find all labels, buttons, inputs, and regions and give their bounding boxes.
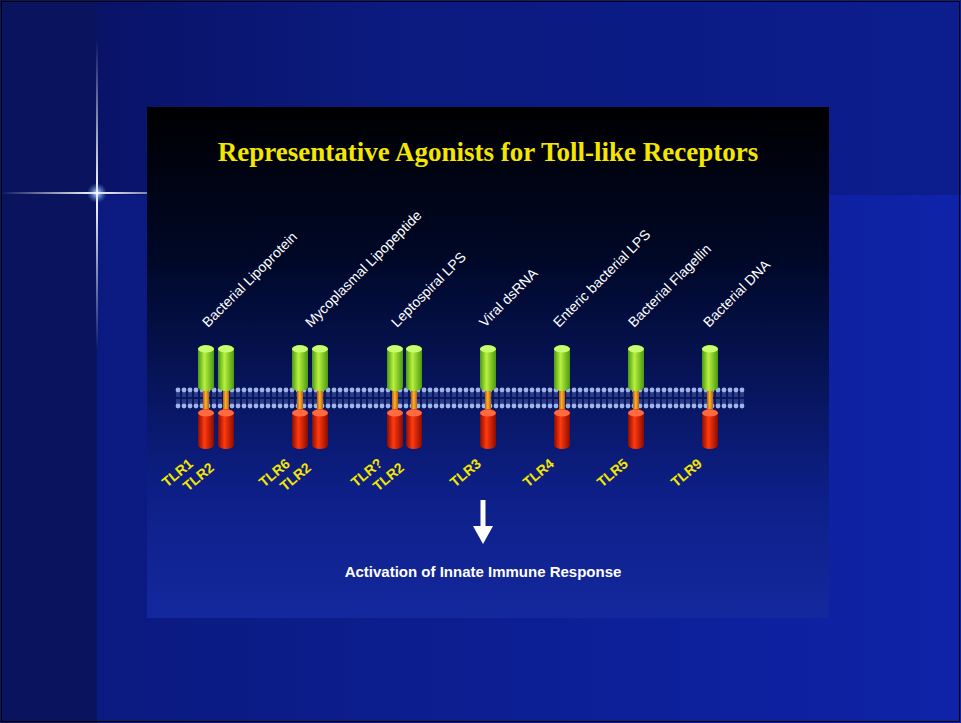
domain-cap: [554, 410, 570, 417]
extracellular-domain: [198, 345, 214, 391]
intracellular-domain: [406, 409, 422, 449]
domain-cap: [628, 410, 644, 417]
intracellular-domain: [312, 409, 328, 449]
intracellular-domain: [292, 409, 308, 449]
intracellular-domain: [628, 409, 644, 449]
slide-title: Representative Agonists for Toll-like Re…: [147, 136, 829, 168]
intracellular-domain: [198, 409, 214, 449]
domain-cap: [198, 346, 214, 353]
extracellular-domain: [292, 345, 308, 391]
tlr-receptor: [218, 345, 234, 449]
tlr-receptor: [480, 345, 496, 449]
domain-cap: [702, 346, 718, 353]
intracellular-domain: [554, 409, 570, 449]
extracellular-domain: [702, 345, 718, 391]
intracellular-domain: [702, 409, 718, 449]
domain-cap: [198, 410, 214, 417]
domain-cap: [554, 346, 570, 353]
extracellular-domain: [218, 345, 234, 391]
tlr-receptor: [406, 345, 422, 449]
tlr-receptor: [702, 345, 718, 449]
intracellular-domain: [387, 409, 403, 449]
domain-cap: [480, 410, 496, 417]
domain-cap: [628, 346, 644, 353]
extracellular-domain: [387, 345, 403, 391]
tlr-receptor: [387, 345, 403, 449]
tlr-receptor: [628, 345, 644, 449]
domain-cap: [480, 346, 496, 353]
extracellular-domain: [554, 345, 570, 391]
domain-cap: [406, 410, 422, 417]
domain-cap: [218, 346, 234, 353]
left-band: [0, 0, 97, 723]
domain-cap: [387, 410, 403, 417]
tlr-receptor: [554, 345, 570, 449]
tlr-receptor: [292, 345, 308, 449]
domain-cap: [702, 410, 718, 417]
domain-cap: [218, 410, 234, 417]
domain-cap: [406, 346, 422, 353]
tlr-receptor: [312, 345, 328, 449]
tlr-receptor: [198, 345, 214, 449]
extracellular-domain: [406, 345, 422, 391]
outcome-label: Activation of Innate Immune Response: [283, 563, 683, 581]
extracellular-domain: [312, 345, 328, 391]
domain-cap: [312, 346, 328, 353]
extracellular-domain: [628, 345, 644, 391]
extracellular-domain: [480, 345, 496, 391]
intracellular-domain: [480, 409, 496, 449]
domain-cap: [292, 410, 308, 417]
domain-cap: [292, 346, 308, 353]
intracellular-domain: [218, 409, 234, 449]
domain-cap: [312, 410, 328, 417]
domain-cap: [387, 346, 403, 353]
